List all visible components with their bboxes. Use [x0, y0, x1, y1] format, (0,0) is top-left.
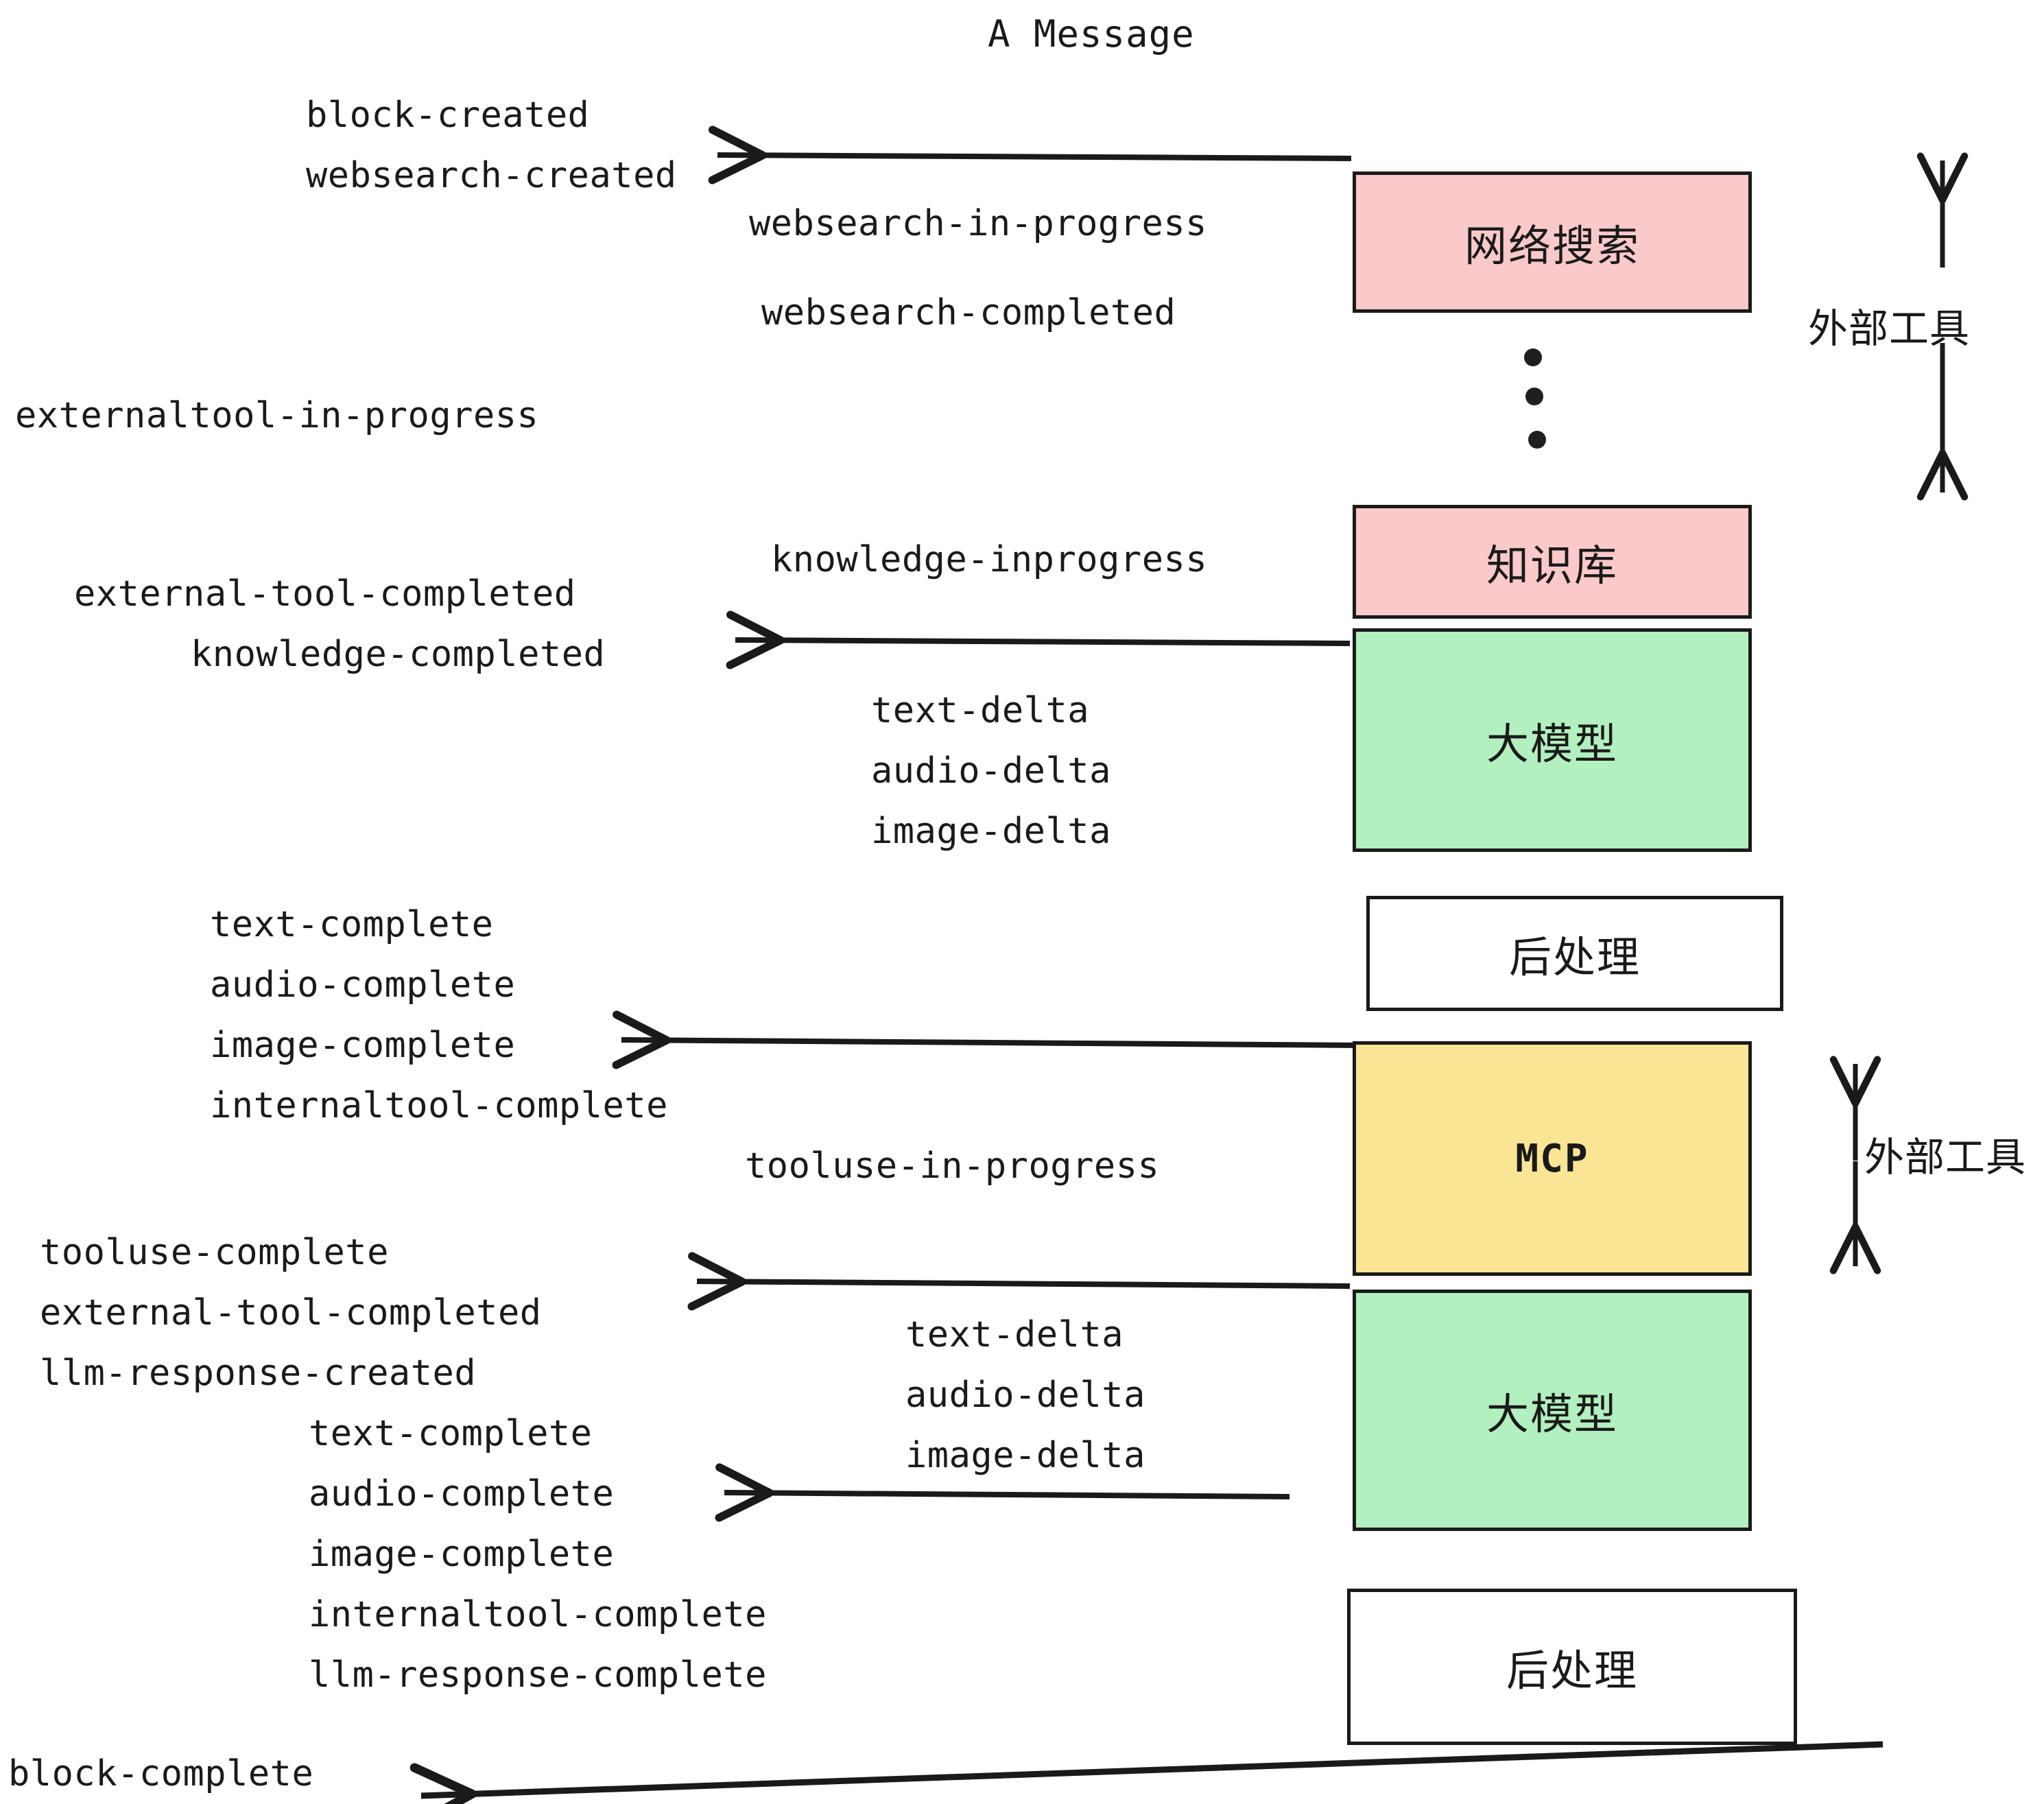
event-label-tooluse-in-progress: tooluse-in-progress — [745, 1146, 1160, 1187]
node-label-mcp: MCP — [1515, 1136, 1589, 1181]
node-mcp[interactable]: MCP — [1353, 1041, 1752, 1276]
arrow-llm2-to-audiocomplete — [715, 1463, 1290, 1522]
node-label-websearch: 网络搜索 — [1464, 221, 1640, 271]
event-label-websearch-created: websearch-created — [306, 155, 677, 196]
event-label-image-delta-2: image-delta — [905, 1435, 1145, 1476]
event-label-tooluse-complete: tooluse-complete — [40, 1232, 389, 1273]
arrow-mcp-to-toolusecomplete — [687, 1252, 1351, 1311]
arrow-websearch-to-blockcreated — [708, 126, 1352, 185]
event-label-block-created: block-created — [306, 95, 590, 136]
event-label-websearch-completed: websearch-completed — [761, 292, 1176, 333]
event-label-audio-complete-2: audio-complete — [309, 1473, 615, 1515]
event-label-external-tool-completed-2: external-tool-completed — [40, 1292, 542, 1333]
event-label-external-tool-completed-1: external-tool-completed — [74, 573, 576, 615]
node-postprocess-2[interactable]: 后处理 — [1347, 1589, 1797, 1745]
arrow-knowledge-to-knowledgecompleted — [726, 610, 1351, 669]
event-label-image-delta-1: image-delta — [871, 811, 1111, 852]
ellipsis-dot-1 — [1524, 348, 1542, 366]
node-label-knowledge: 知识库 — [1486, 541, 1618, 591]
node-knowledge[interactable]: 知识库 — [1353, 505, 1752, 619]
node-label-llm-2: 大模型 — [1486, 1389, 1618, 1439]
group-label-external-tools-bottom: 外部工具 — [1864, 1134, 2027, 1180]
event-label-internaltool-complete-2: internaltool-complete — [309, 1594, 767, 1635]
ellipsis-dot-2 — [1525, 388, 1543, 405]
event-label-llm-response-complete: llm-response-complete — [309, 1654, 767, 1696]
event-label-websearch-in-progress: websearch-in-progress — [749, 203, 1207, 244]
node-postprocess-1[interactable]: 后处理 — [1366, 896, 1783, 1011]
event-label-knowledge-completed: knowledge-completed — [191, 634, 606, 675]
event-label-audio-complete-1: audio-complete — [210, 964, 516, 1006]
event-label-text-delta-1: text-delta — [871, 690, 1090, 731]
event-label-text-complete-2: text-complete — [309, 1413, 593, 1454]
event-label-text-complete-1: text-complete — [210, 904, 494, 945]
event-label-audio-delta-1: audio-delta — [871, 750, 1111, 792]
event-label-internaltool-complete-1: internaltool-complete — [210, 1085, 668, 1126]
event-label-block-complete: block-complete — [8, 1753, 314, 1794]
event-label-llm-response-created: llm-response-created — [40, 1353, 477, 1394]
event-label-text-delta-2: text-delta — [905, 1314, 1124, 1355]
event-label-image-complete-2: image-complete — [309, 1534, 615, 1575]
node-llm-2[interactable]: 大模型 — [1353, 1290, 1752, 1531]
arrow-postprocess2-to-blockcomplete — [409, 1741, 1883, 1804]
node-websearch[interactable]: 网络搜索 — [1353, 171, 1752, 313]
ellipsis-dot-3 — [1528, 431, 1546, 449]
node-llm-1[interactable]: 大模型 — [1353, 628, 1752, 852]
event-label-audio-delta-2: audio-delta — [905, 1375, 1145, 1416]
diagram-title: A Message — [988, 12, 1195, 56]
event-label-externaltool-in-progress: externaltool-in-progress — [15, 395, 539, 436]
node-label-postprocess-2: 后处理 — [1506, 1646, 1638, 1696]
arrow-postprocess1-to-imagecomplete — [612, 1010, 1364, 1069]
node-label-postprocess-1: 后处理 — [1508, 932, 1641, 982]
event-label-knowledge-inprogress: knowledge-inprogress — [771, 539, 1208, 580]
node-label-llm-1: 大模型 — [1486, 719, 1618, 769]
group-label-external-tools-top: 外部工具 — [1808, 305, 1971, 352]
event-label-image-complete-1: image-complete — [210, 1025, 516, 1066]
